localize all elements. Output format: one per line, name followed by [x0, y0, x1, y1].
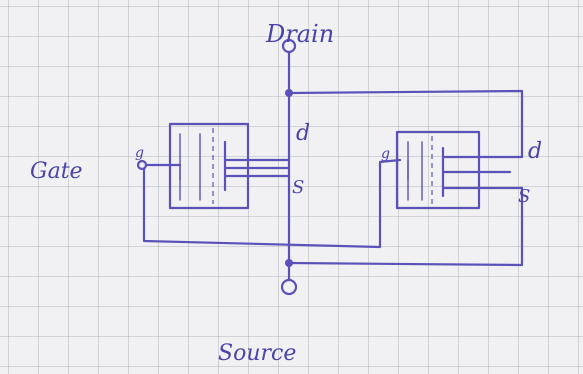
right-g-label: g: [381, 146, 390, 162]
source-label: Source: [218, 341, 296, 366]
source-terminal: [280, 278, 298, 296]
gate-terminal: [136, 159, 148, 171]
right-d-label: d: [528, 139, 542, 164]
drain-label: Drain: [265, 20, 334, 48]
left-s-label: S: [292, 177, 304, 198]
gate-shared-wire: [142, 158, 402, 249]
left-g-label: g: [135, 145, 144, 161]
right-source-wire: [287, 186, 524, 267]
gate-label: Gate: [30, 159, 83, 184]
right-transistor-body: [395, 130, 481, 210]
left-d-label: d: [296, 121, 310, 146]
right-s-label: S: [518, 186, 530, 207]
left-transistor-body: [168, 122, 250, 210]
right-drain-wire: [287, 89, 524, 159]
